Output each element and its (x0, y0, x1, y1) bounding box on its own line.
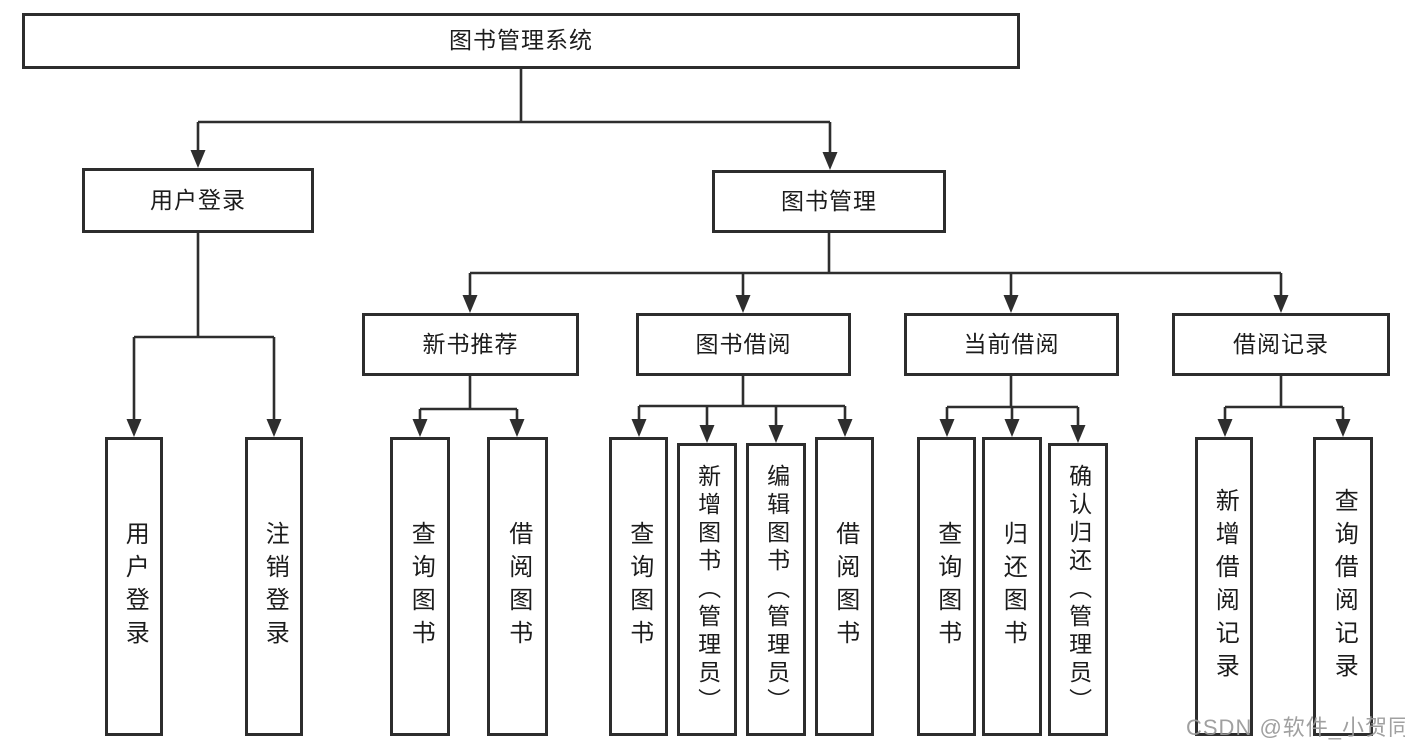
node-book-management: 图书管理 (712, 170, 946, 233)
leaf-cb-return-books: 归还图书 (982, 437, 1042, 736)
leaf-br-add-record: 新增借阅记录 (1195, 437, 1253, 736)
leaf-br-query-record: 查询借阅记录 (1313, 437, 1373, 736)
leaf-bb-borrow-books: 借阅图书 (815, 437, 874, 736)
leaf-nb-query-books: 查询图书 (390, 437, 450, 736)
leaf-logout: 注销登录 (245, 437, 303, 736)
node-library-system: 图书管理系统 (22, 13, 1020, 69)
node-current-borrowing: 当前借阅 (904, 313, 1119, 376)
node-new-book-recommend: 新书推荐 (362, 313, 579, 376)
leaf-nb-borrow-books: 借阅图书 (487, 437, 548, 736)
node-book-borrowing: 图书借阅 (636, 313, 851, 376)
leaf-bb-add-books-admin: 新增图书（管理员） (677, 443, 737, 736)
leaf-bb-query-books: 查询图书 (609, 437, 668, 736)
arrowheads (126, 150, 1351, 443)
leaf-cb-confirm-return-admin: 确认归还（管理员） (1048, 443, 1108, 736)
node-borrow-records: 借阅记录 (1172, 313, 1390, 376)
node-user-login: 用户登录 (82, 168, 314, 233)
leaf-user-login: 用户登录 (105, 437, 163, 736)
leaf-cb-query-books: 查询图书 (917, 437, 976, 736)
leaf-bb-edit-books-admin: 编辑图书（管理员） (746, 443, 806, 736)
watermark: CSDN @软件_小贺同学 (1186, 715, 1405, 740)
